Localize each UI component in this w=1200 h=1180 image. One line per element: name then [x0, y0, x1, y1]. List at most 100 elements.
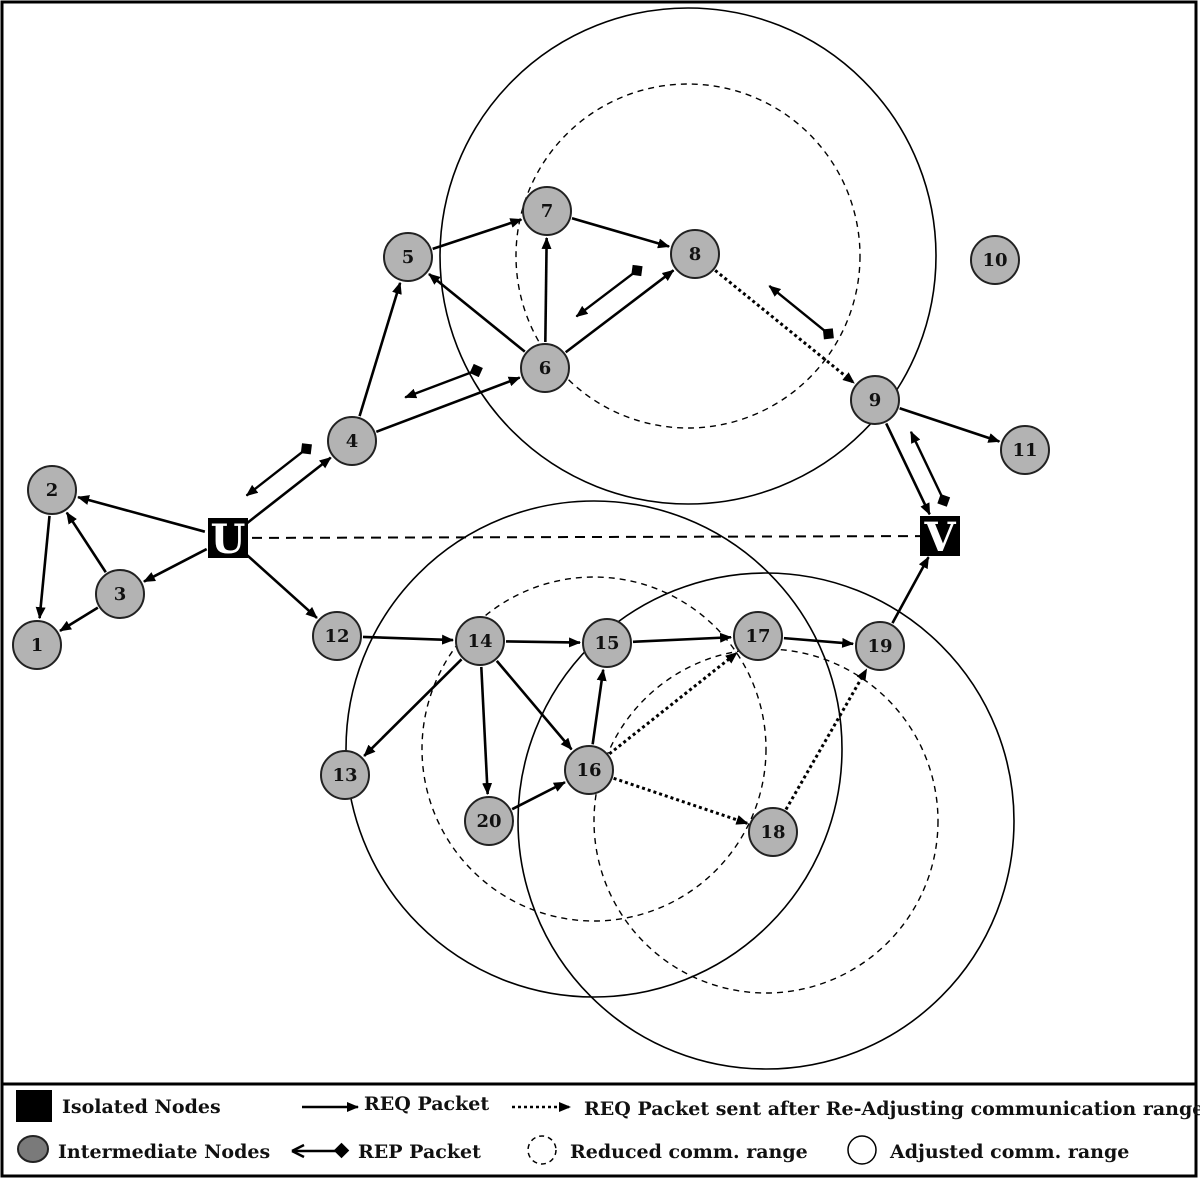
- isolated-node-U: U: [208, 516, 248, 563]
- node-4: 4: [327, 416, 377, 466]
- dashed-link-U-V: [251, 535, 923, 539]
- node-12: 12: [312, 611, 362, 661]
- legend-adjusted-swatch: [847, 1135, 877, 1165]
- legend-req-label: REQ Packet: [364, 1093, 489, 1115]
- node-1: 1: [12, 620, 62, 670]
- node-5: 5: [383, 232, 433, 282]
- req-readjust-edge-n8-n9: [714, 269, 855, 385]
- legend-req-readjust-label: REQ Packet sent after Re-Adjusting commu…: [584, 1098, 1200, 1120]
- req-edge-n7-n8: [571, 217, 671, 249]
- legend-intermediate-label: Intermediate Nodes: [58, 1141, 270, 1163]
- reduced-range-n14: [421, 576, 767, 922]
- req-edge-n6-n5: [428, 272, 526, 353]
- node-label: 12: [324, 626, 349, 647]
- isolated-node-label: V: [923, 514, 956, 561]
- req-edge-n17-n19: [783, 636, 855, 648]
- node-label: 15: [594, 633, 619, 654]
- legend-isolated-swatch: [16, 1090, 52, 1122]
- node-label: 1: [31, 635, 44, 656]
- node-16: 16: [564, 745, 614, 795]
- req-edge-U-n3: [143, 547, 208, 583]
- legend-rep-arrowhead: [291, 1143, 305, 1159]
- legend-rep-label: REP Packet: [358, 1141, 481, 1163]
- rep-packet-n8-n6: [575, 264, 643, 318]
- req-edge-n14-n15: [505, 637, 582, 648]
- req-edge-n14-n20: [479, 666, 493, 796]
- legend-reduced-label: Reduced comm. range: [570, 1141, 808, 1163]
- isolated-node-label: U: [211, 516, 246, 563]
- legend-adjusted-label: Adjusted comm. range: [889, 1141, 1129, 1163]
- node-11: 11: [1000, 425, 1050, 475]
- node-20: 20: [464, 796, 514, 846]
- node-7: 7: [522, 186, 572, 236]
- node-label: 5: [402, 247, 415, 268]
- node-9: 9: [850, 375, 900, 425]
- req-readjust-edge-n18-n19: [784, 668, 868, 811]
- node-18: 18: [748, 807, 798, 857]
- node-label: 8: [689, 244, 702, 265]
- range-circles-layer: [345, 7, 1015, 1070]
- node-label: 18: [760, 822, 785, 843]
- node-3: 3: [95, 569, 145, 619]
- reduced-range-n6: [515, 83, 861, 429]
- rep-packet-n9-n8: [768, 285, 834, 340]
- node-label: 14: [467, 631, 492, 652]
- node-13: 13: [320, 750, 370, 800]
- adjusted-range-n14: [345, 500, 843, 998]
- req-edge-n3-n1: [59, 606, 99, 632]
- node-15: 15: [582, 618, 632, 668]
- req-edge-n15-n17: [632, 632, 733, 644]
- node-label: 6: [539, 358, 552, 379]
- node-label: 3: [114, 584, 127, 605]
- req-edge-n6-n7: [541, 236, 552, 343]
- rep-packet-V-n9: [909, 430, 951, 507]
- req-edge-n2-n1: [35, 515, 51, 620]
- req-edge-n4-n6: [375, 376, 521, 434]
- node-label: 11: [1012, 440, 1037, 461]
- node-label: 9: [869, 390, 882, 411]
- req-edge-U-n4: [246, 456, 332, 525]
- req-edge-n5-n7: [432, 218, 523, 251]
- req-edge-U-n2: [77, 495, 206, 533]
- req-edge-U-n12: [244, 553, 318, 619]
- node-17: 17: [733, 611, 783, 661]
- req-edge-n20-n16: [511, 781, 566, 811]
- node-label: 7: [541, 201, 554, 222]
- req-edge-n4-n5: [358, 281, 402, 417]
- edges-layer: [35, 217, 1001, 825]
- legend-reduced-swatch: [527, 1135, 557, 1165]
- isolated-node-V: V: [920, 514, 960, 561]
- req-edge-n9-n11: [899, 406, 1001, 443]
- node-label: 10: [982, 250, 1007, 271]
- legend-isolated-label: Isolated Nodes: [62, 1096, 221, 1118]
- node-label: 16: [576, 760, 601, 781]
- reduced-range-n16: [593, 648, 939, 994]
- node-label: 13: [332, 765, 357, 786]
- node-2: 2: [27, 465, 77, 515]
- adjusted-range-n16: [517, 572, 1015, 1070]
- node-6: 6: [520, 343, 570, 393]
- node-label: 20: [476, 811, 501, 832]
- req-edge-n6-n8: [564, 269, 675, 354]
- req-edge-n16-n15: [591, 668, 607, 745]
- node-14: 14: [455, 616, 505, 666]
- req-edge-n12-n14: [362, 634, 455, 645]
- legend: Isolated Nodes Intermediate Nodes REQ Pa…: [16, 1090, 1200, 1165]
- req-edge-n14-n16: [495, 660, 573, 751]
- adjusted-range-n6: [439, 7, 937, 505]
- req-readjust-edge-n16-n18: [613, 776, 749, 825]
- rep-packets-layer: [245, 264, 951, 507]
- node-label: 2: [46, 480, 59, 501]
- node-10: 10: [970, 235, 1020, 285]
- rep-packet-n6-n4: [404, 363, 483, 399]
- rep-packet-n4-U: [245, 443, 312, 497]
- req-edge-n9-V: [885, 422, 931, 516]
- node-8: 8: [670, 229, 720, 279]
- req-edge-n3-n2: [65, 511, 107, 573]
- node-label: 17: [745, 626, 770, 647]
- legend-rep-diamond: [333, 1142, 350, 1159]
